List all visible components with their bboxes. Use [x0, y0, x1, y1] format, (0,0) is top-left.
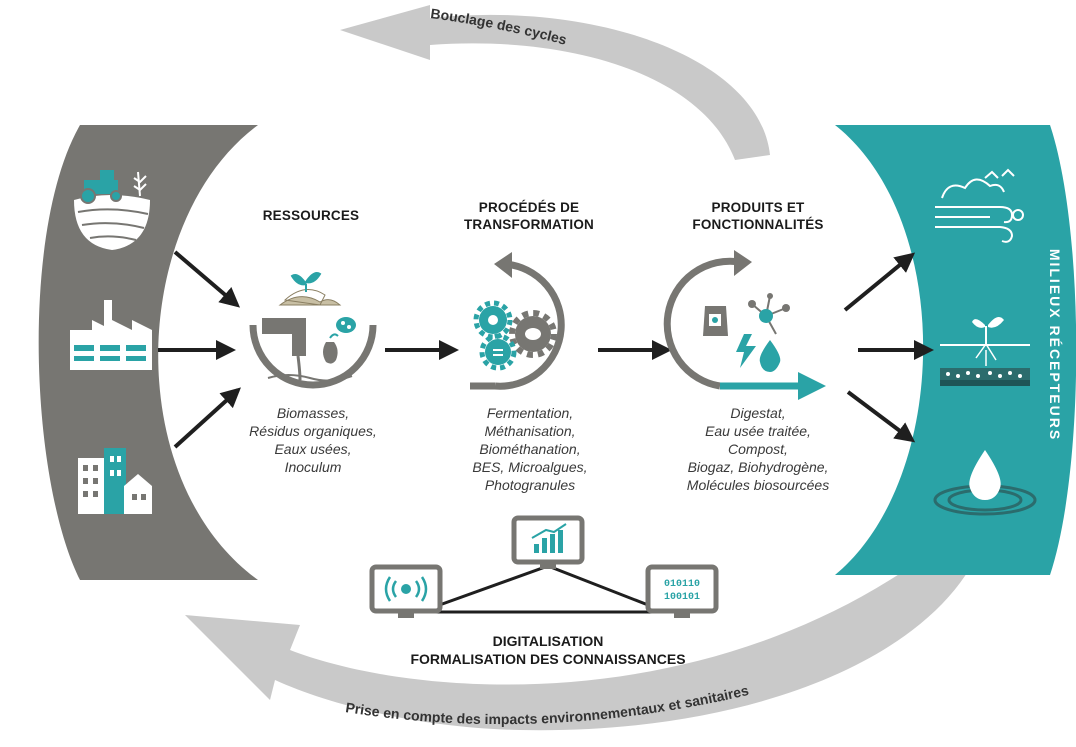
formalisation-title: FORMALISATION DES CONNAISSANCES — [410, 651, 685, 667]
list-item: Eaux usées, — [274, 441, 351, 457]
list-item: Méthanisation, — [484, 423, 575, 439]
products-icon — [663, 250, 826, 400]
process-icon — [470, 252, 565, 390]
list-item: Photogranules — [485, 477, 575, 493]
gear-icon — [509, 310, 557, 358]
air-wind-icon — [935, 168, 1024, 243]
top-cycle-arrow — [340, 5, 770, 160]
procedes-title-line1: PROCÉDÉS DE — [479, 200, 579, 215]
bioeconomie-label: BIOÉCONOMIE — [15, 308, 31, 431]
list-item: BES, Microalgues, — [472, 459, 587, 475]
list-item: Eau usée traitée, — [705, 423, 811, 439]
molecule-icon — [748, 293, 790, 335]
right-panel-milieux: MILIEUX RÉCEPTEURS — [835, 125, 1076, 575]
milieux-recepteurs-label: MILIEUX RÉCEPTEURS — [1047, 249, 1063, 441]
list-item: Biomasses, — [277, 405, 349, 421]
bottom-cycle-arrow — [185, 520, 990, 731]
procedes-title-line2: TRANSFORMATION — [464, 217, 594, 232]
list-item: Molécules biosourcées — [687, 477, 829, 493]
ressources-list: Biomasses, Résidus organiques, Eaux usée… — [249, 405, 377, 475]
procedes-list: Fermentation, Méthanisation, Biométhanat… — [472, 405, 587, 493]
list-item: Compost, — [728, 441, 788, 457]
produits-title-line1: PRODUITS ET — [712, 200, 806, 215]
gear-icon — [473, 300, 513, 340]
monitor-signal-icon — [369, 564, 443, 618]
gear-icon — [479, 333, 517, 371]
water-drop-icon — [933, 450, 1037, 516]
list-item: Résidus organiques, — [249, 423, 377, 439]
ressources-title: RESSOURCES — [263, 208, 360, 223]
digitalisation-title: DIGITALISATION — [493, 633, 604, 649]
list-item: Biogaz, Biohydrogène, — [688, 459, 829, 475]
produits-title-line2: FONCTIONNALITÉS — [692, 217, 823, 232]
list-item: Digestat, — [730, 405, 785, 421]
factory-icon — [70, 300, 152, 370]
binary-line-1: 010110 — [664, 579, 700, 590]
produits-list: Digestat, Eau usée traitée, Compost, Bio… — [687, 405, 829, 493]
resources-icon — [249, 272, 377, 389]
soil-plant-icon — [940, 316, 1030, 386]
binary-line-2: 100101 — [664, 592, 700, 603]
buildings-icon — [78, 448, 152, 514]
output-arrows — [843, 252, 934, 443]
digital-network: 010110 100101 — [369, 515, 719, 618]
list-item: Inoculum — [285, 459, 342, 475]
list-item: Fermentation, — [487, 405, 573, 421]
monitor-binary-icon: 010110 100101 — [645, 564, 719, 618]
input-arrows — [158, 250, 241, 449]
list-item: Biométhanation, — [479, 441, 580, 457]
monitor-chart-icon — [511, 515, 585, 569]
tractor-field-icon — [74, 170, 150, 250]
